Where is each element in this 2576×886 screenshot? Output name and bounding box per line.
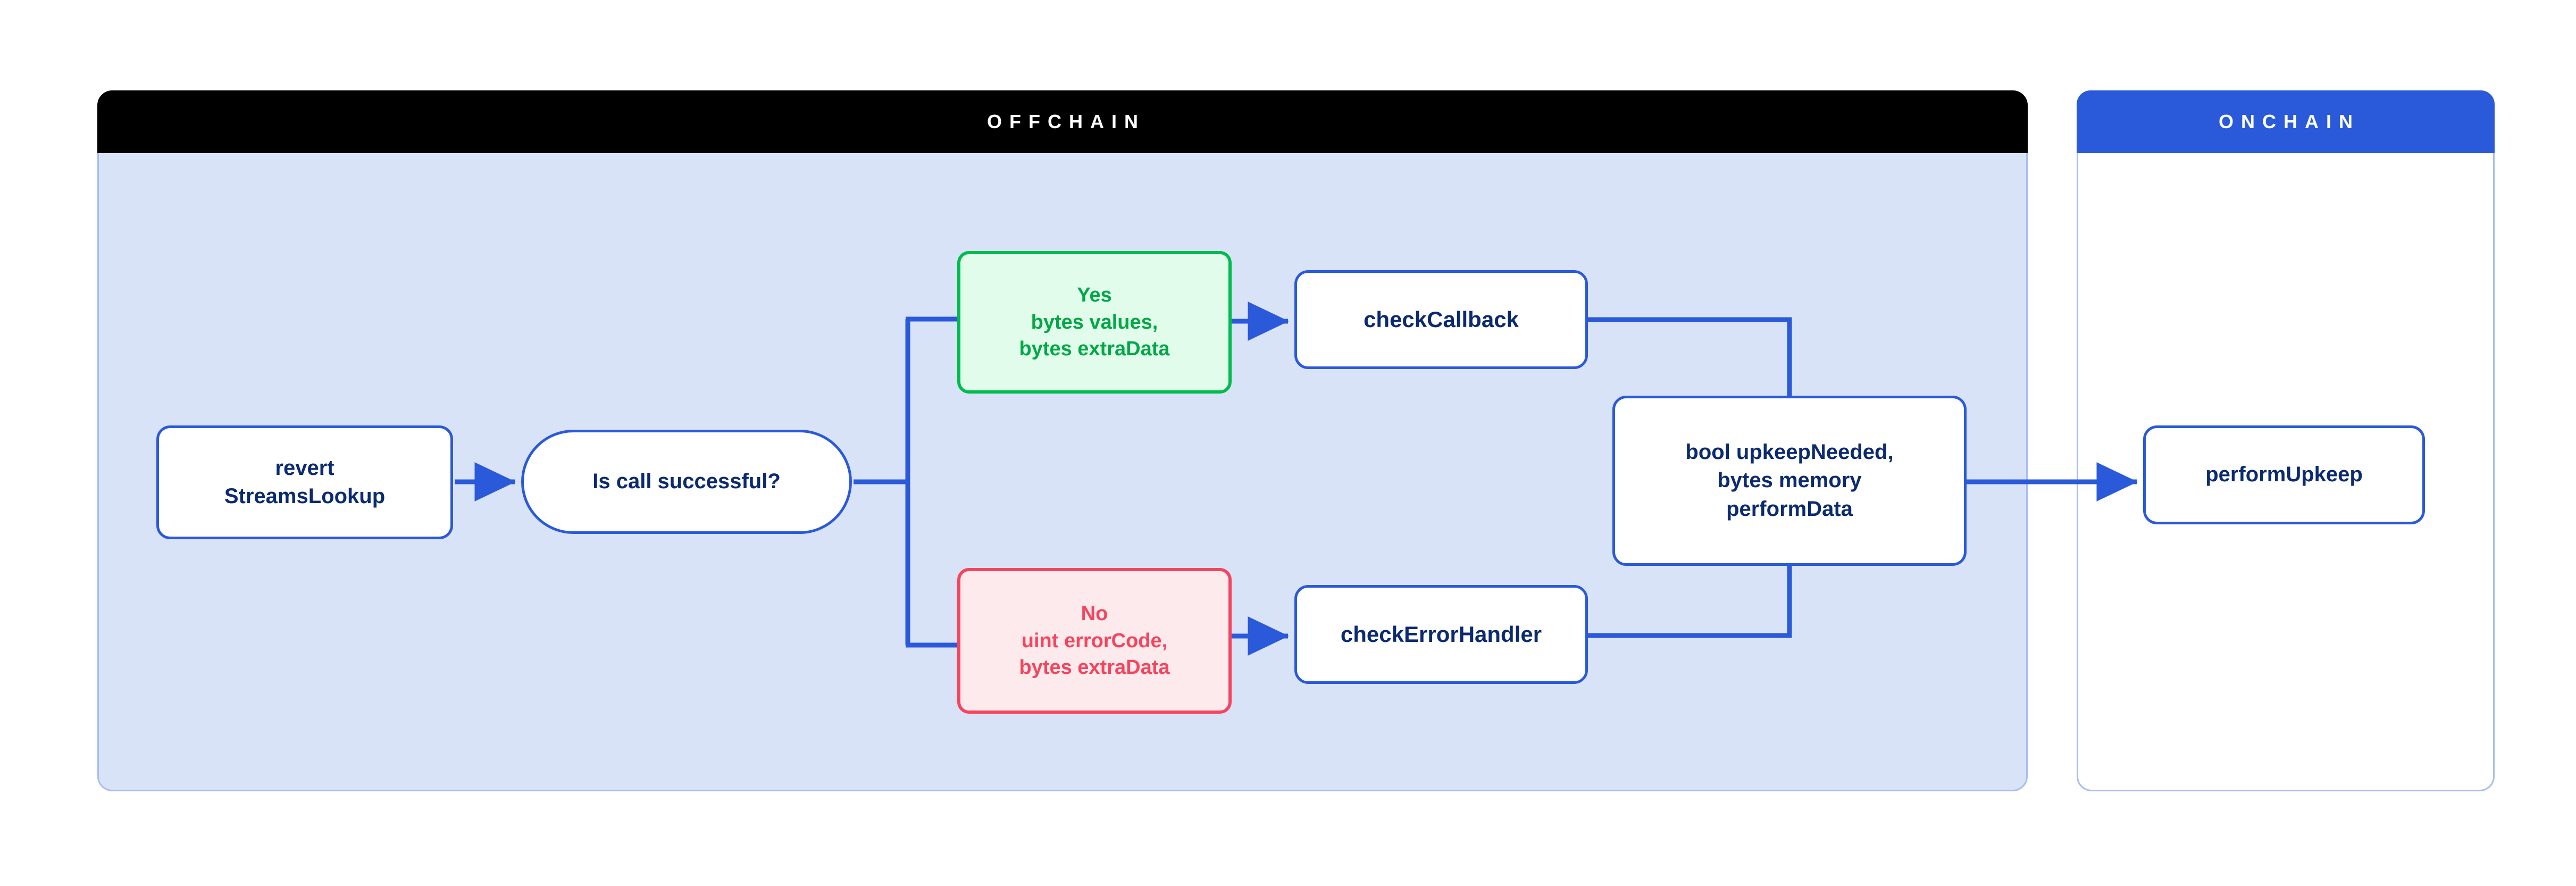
offchain-header: OFFCHAIN <box>97 90 2028 153</box>
node-upkeep-result[interactable]: bool upkeepNeeded, bytes memory performD… <box>1612 396 1967 566</box>
node-no-branch[interactable]: No uint errorCode, bytes extraData <box>957 568 1232 714</box>
node-is-call-successful[interactable]: Is call successful? <box>521 430 852 534</box>
node-perform-upkeep[interactable]: performUpkeep <box>2143 425 2425 524</box>
node-check-error-handler[interactable]: checkErrorHandler <box>1294 585 1588 684</box>
onchain-header: ONCHAIN <box>2077 90 2495 153</box>
node-yes-branch[interactable]: Yes bytes values, bytes extraData <box>957 251 1232 394</box>
node-revert-streamslookup[interactable]: revert StreamsLookup <box>156 425 453 539</box>
node-check-callback[interactable]: checkCallback <box>1294 270 1588 369</box>
